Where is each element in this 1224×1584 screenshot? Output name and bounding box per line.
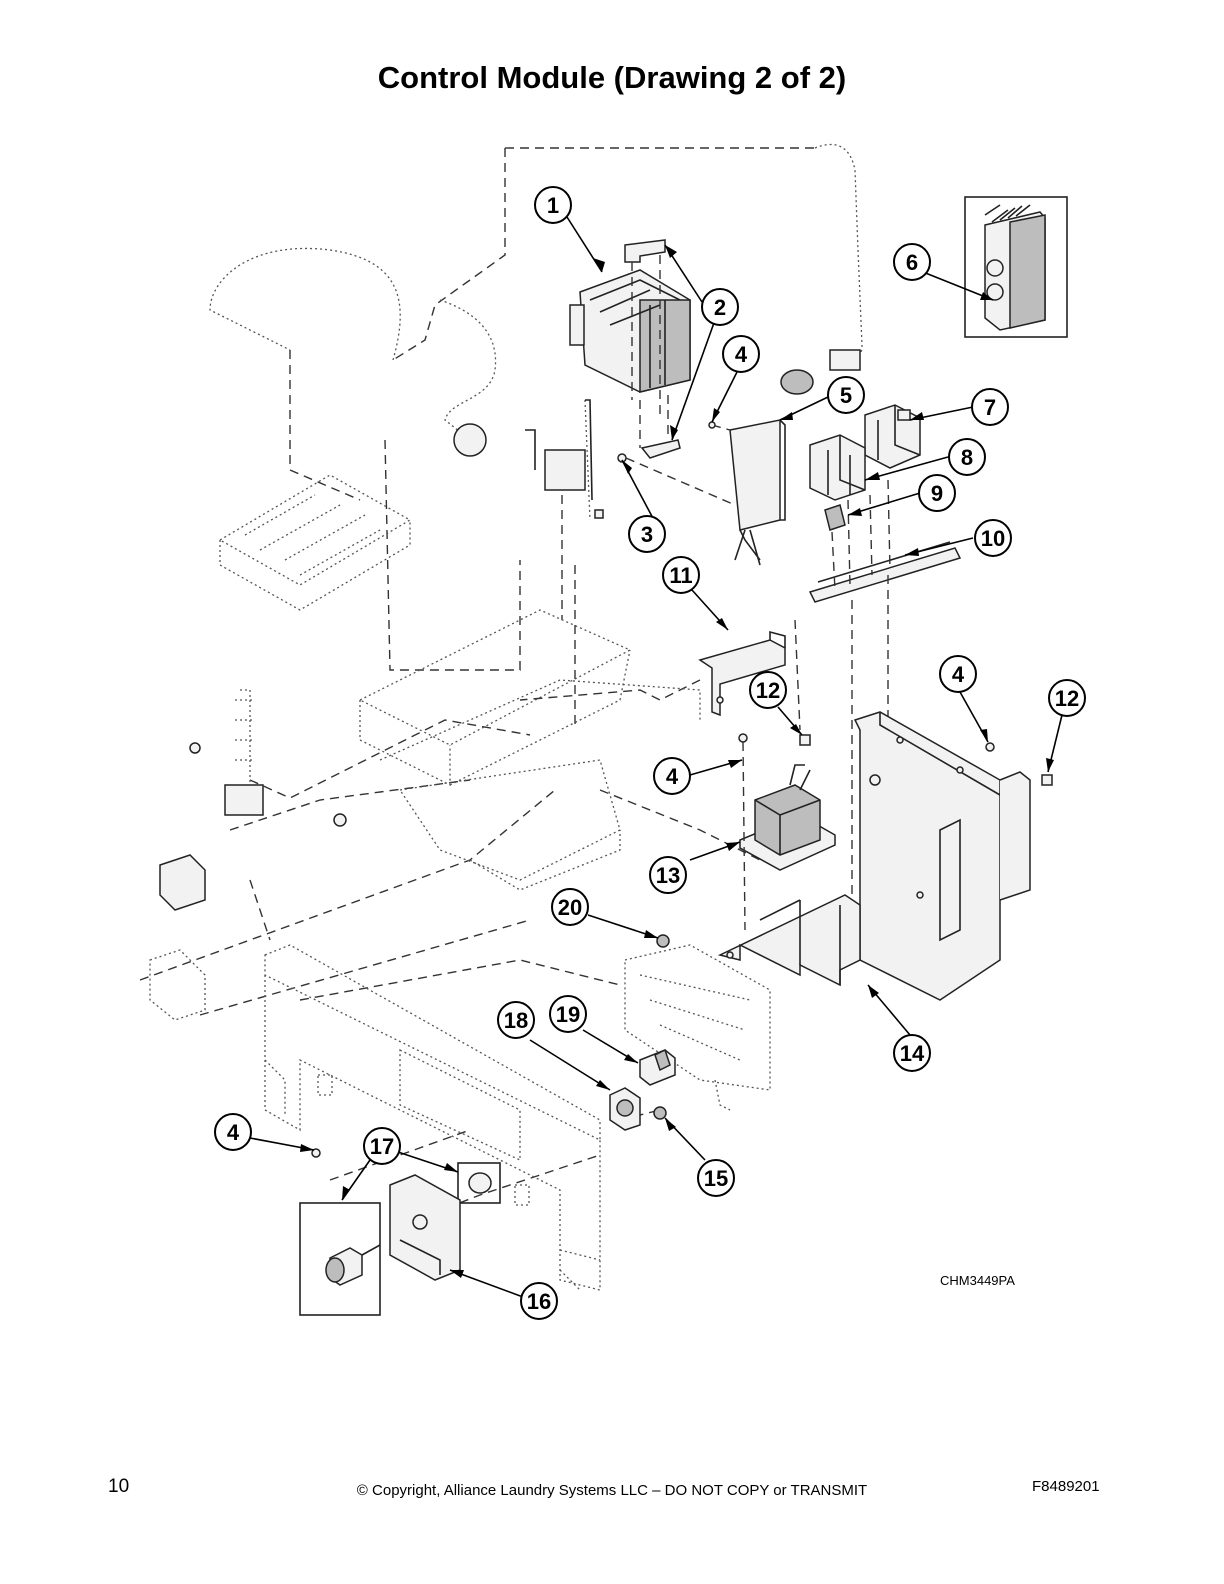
svg-text:19: 19 [556, 1002, 580, 1027]
svg-text:14: 14 [900, 1041, 925, 1066]
part-14-mounting-plate [717, 711, 1031, 1001]
callout-4: 4 [722, 335, 760, 373]
callout-19: 19 [549, 995, 587, 1033]
svg-text:1: 1 [547, 193, 559, 218]
svg-text:18: 18 [504, 1008, 528, 1033]
callout-10: 10 [974, 519, 1012, 557]
svg-text:4: 4 [735, 342, 748, 367]
svg-text:3: 3 [641, 522, 653, 547]
callout-7: 7 [971, 388, 1009, 426]
callout-3: 3 [628, 515, 666, 553]
callout-14: 14 [893, 1034, 931, 1072]
page-title: Control Module (Drawing 2 of 2) [377, 60, 847, 95]
document-number: F8489201 [1032, 1478, 1100, 1495]
callout-12: 12 [1048, 679, 1086, 717]
part-9-clip [824, 504, 846, 531]
callout-15: 15 [697, 1159, 735, 1197]
leader-arrowheads [300, 245, 1054, 1278]
callout-5: 5 [827, 376, 865, 414]
svg-text:20: 20 [558, 895, 582, 920]
part-1-drive-module [569, 269, 691, 393]
small-front-components [609, 934, 676, 1131]
callout-18: 18 [497, 1001, 535, 1039]
chassis-frame-outline [358, 609, 701, 891]
callout-6: 6 [893, 243, 931, 281]
svg-text:4: 4 [666, 764, 679, 789]
svg-text:17: 17 [370, 1134, 394, 1159]
svg-text:8: 8 [961, 445, 973, 470]
page-number: 10 [108, 1476, 130, 1497]
svg-text:7: 7 [984, 395, 996, 420]
svg-text:4: 4 [227, 1120, 240, 1145]
svg-text:10: 10 [981, 526, 1005, 551]
callout-16: 16 [520, 1282, 558, 1320]
callout-2: 2 [701, 288, 739, 326]
console-panel-outline [264, 944, 601, 1291]
part-3-screw [617, 453, 736, 506]
callout-8: 8 [948, 438, 986, 476]
part-4-screws [311, 421, 995, 1158]
callout-balloons: 1 2 3 4 5 6 7 8 9 10 11 12 4 12 4 13 20 … [214, 186, 1086, 1320]
control-board-outline [218, 474, 412, 611]
callout-12: 12 [749, 671, 787, 709]
callout-13: 13 [649, 856, 687, 894]
part-11-bracket [698, 630, 786, 717]
callout-11: 11 [662, 556, 700, 594]
part-6-inverter [964, 196, 1068, 338]
part-16-17-switch-assembly [299, 1162, 501, 1316]
part-5-enclosure [711, 419, 786, 566]
callout-17: 17 [363, 1127, 401, 1165]
misc-left-components [149, 399, 604, 1021]
svg-text:12: 12 [1055, 686, 1079, 711]
part-12-clips [794, 619, 1053, 786]
callout-4: 4 [939, 655, 977, 693]
part-7-contactor [864, 404, 921, 469]
svg-text:13: 13 [656, 863, 680, 888]
svg-text:5: 5 [840, 383, 852, 408]
part-8-relay-block [809, 434, 866, 501]
callout-4: 4 [214, 1113, 252, 1151]
svg-text:4: 4 [952, 662, 965, 687]
copyright-notice: © Copyright, Alliance Laundry Systems LL… [356, 1482, 868, 1499]
callout-1: 1 [534, 186, 572, 224]
callout-4: 4 [653, 757, 691, 795]
keypad-board-outline [624, 944, 771, 1111]
part-2-mounting-brackets [624, 239, 681, 459]
svg-text:11: 11 [669, 563, 692, 588]
svg-text:16: 16 [527, 1289, 551, 1314]
cable-grommet [780, 349, 861, 395]
svg-text:6: 6 [906, 250, 918, 275]
drawing-id-label: CHM3449PA [940, 1273, 1015, 1288]
svg-text:2: 2 [714, 295, 726, 320]
part-13-transformer [739, 764, 836, 871]
svg-text:15: 15 [704, 1166, 728, 1191]
callout-9: 9 [918, 474, 956, 512]
callout-20: 20 [551, 888, 589, 926]
svg-text:9: 9 [931, 481, 943, 506]
svg-text:12: 12 [756, 678, 780, 703]
